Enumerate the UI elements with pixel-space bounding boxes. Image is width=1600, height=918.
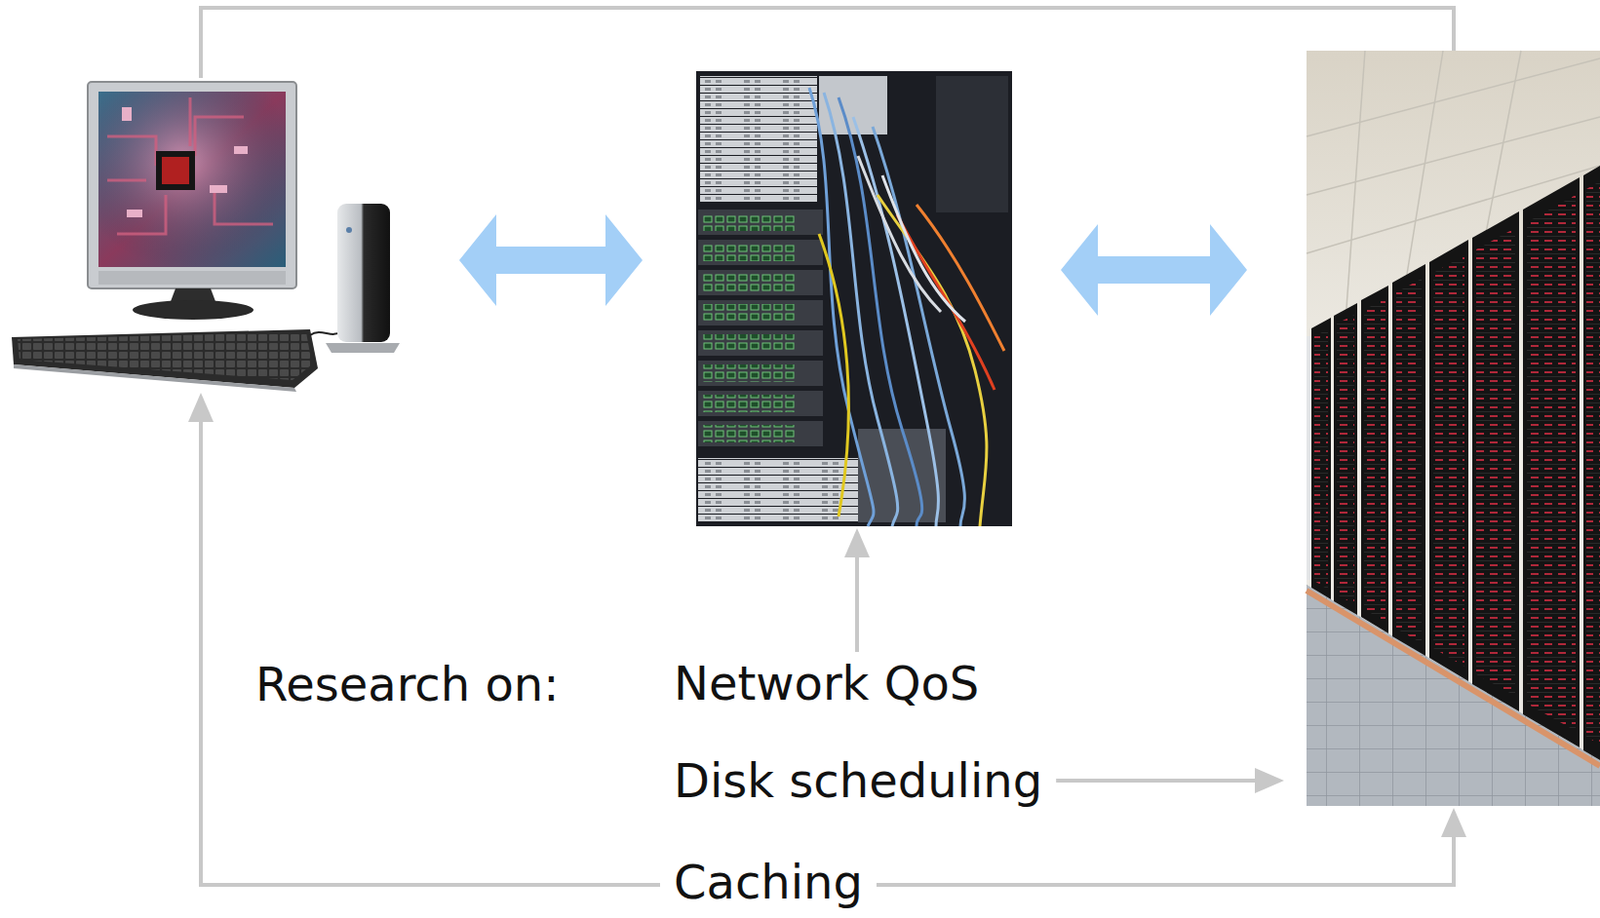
computer-picture	[11, 81, 400, 392]
grey-line	[200, 7, 1454, 79]
arrow-head	[844, 528, 870, 558]
double-arrow	[459, 214, 643, 307]
grey-line	[200, 421, 661, 886]
research-label: Disk scheduling	[673, 753, 1043, 809]
research-label: Research on:	[255, 657, 559, 712]
network-rack-photo	[696, 71, 1013, 527]
arrow-head	[1254, 768, 1285, 794]
grey-line	[1055, 779, 1258, 783]
grey-line	[855, 555, 859, 653]
arrow-head	[1441, 808, 1467, 838]
grey-line	[876, 836, 1454, 886]
datacenter-photo	[1306, 50, 1600, 807]
arrow-head	[188, 392, 214, 423]
double-arrow	[1060, 224, 1248, 316]
research-label: Caching	[673, 855, 863, 910]
research-label: Network QoS	[673, 656, 979, 711]
